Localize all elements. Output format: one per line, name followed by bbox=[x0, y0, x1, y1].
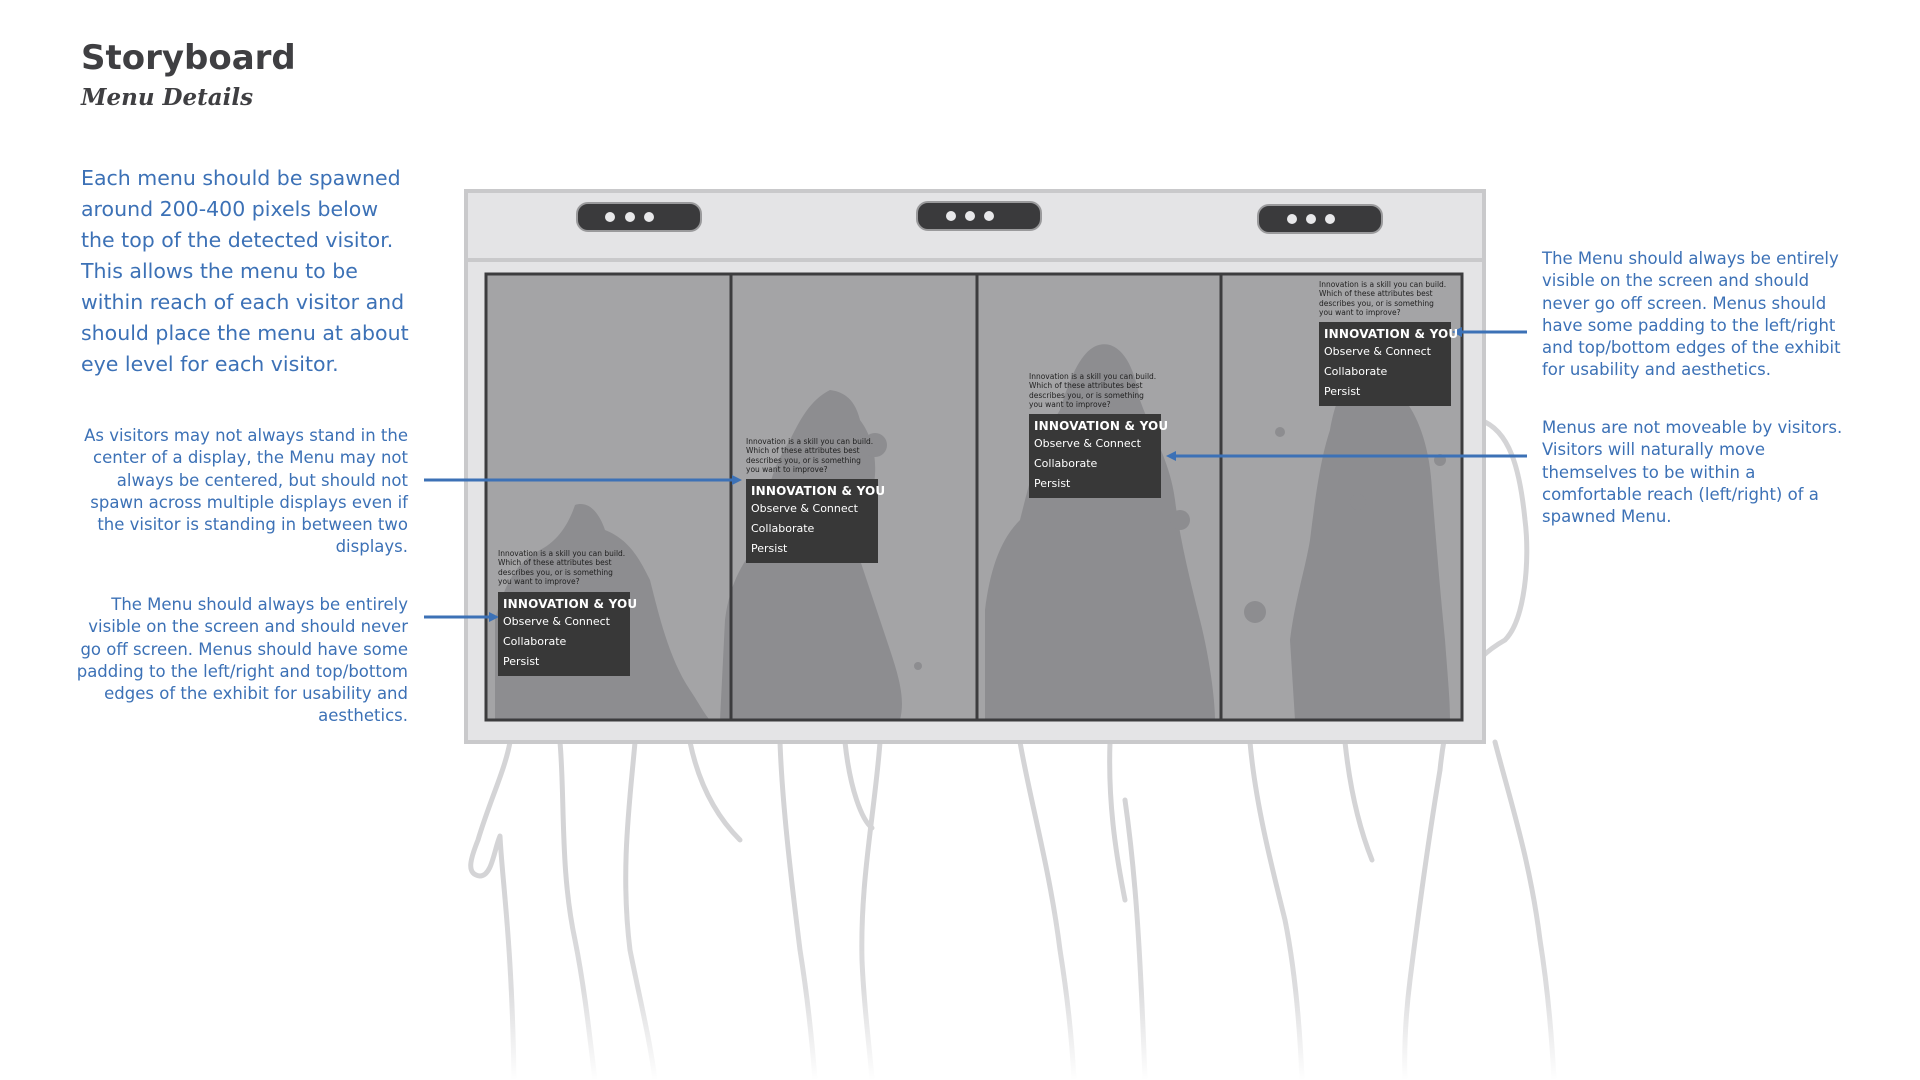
menu-title: INNOVATION & YOU bbox=[751, 484, 886, 498]
three-dot-sensor-icon bbox=[916, 201, 1042, 231]
display-screens bbox=[484, 272, 1464, 722]
menu-prompt: Innovation is a skill you can build. Whi… bbox=[746, 437, 874, 474]
menu-item-collaborate[interactable]: Collaborate bbox=[503, 635, 567, 648]
menu-item-observe-connect[interactable]: Observe & Connect bbox=[751, 502, 858, 515]
page-subtitle: Menu Details bbox=[81, 84, 254, 111]
menu-title: INNOVATION & YOU bbox=[503, 597, 638, 611]
menu-item-collaborate[interactable]: Collaborate bbox=[751, 522, 815, 535]
menu-item-persist[interactable]: Persist bbox=[503, 655, 540, 668]
three-dot-sensor-icon bbox=[1257, 204, 1383, 234]
not-centered-note: As visitors may not always stand in the … bbox=[84, 426, 408, 557]
menu-item-persist[interactable]: Persist bbox=[751, 542, 788, 555]
fit-on-screen-note-left: The Menu should always be entirely visib… bbox=[76, 595, 408, 726]
page-title: Storyboard bbox=[81, 38, 296, 78]
menu-item-persist[interactable]: Persist bbox=[1034, 477, 1071, 490]
spawned-menu: INNOVATION & YOU Observe & Connect Colla… bbox=[746, 479, 886, 563]
spawn-position-note: Each menu should be spawned around 200-4… bbox=[81, 166, 409, 376]
menu-prompt: Innovation is a skill you can build. Whi… bbox=[1029, 372, 1157, 409]
menu-item-collaborate[interactable]: Collaborate bbox=[1324, 365, 1388, 378]
menu-item-observe-connect[interactable]: Observe & Connect bbox=[1324, 345, 1431, 358]
menu-prompt: Innovation is a skill you can build. Whi… bbox=[1319, 280, 1447, 317]
menu-title: INNOVATION & YOU bbox=[1324, 327, 1459, 341]
menu-title: INNOVATION & YOU bbox=[1034, 419, 1169, 433]
not-moveable-note: Menus are not moveable by visitors. Visi… bbox=[1542, 418, 1843, 527]
menu-item-persist[interactable]: Persist bbox=[1324, 385, 1361, 398]
menu-item-observe-connect[interactable]: Observe & Connect bbox=[1034, 437, 1141, 450]
annotation-arrows bbox=[424, 327, 1527, 622]
menu-prompt: Innovation is a skill you can build. Whi… bbox=[498, 549, 626, 586]
menu-item-collaborate[interactable]: Collaborate bbox=[1034, 457, 1098, 470]
spawned-menu: INNOVATION & YOU Observe & Connect Colla… bbox=[498, 592, 638, 676]
spawned-menu: INNOVATION & YOU Observe & Connect Colla… bbox=[1319, 322, 1459, 406]
spawned-menu: INNOVATION & YOU Observe & Connect Colla… bbox=[1029, 414, 1169, 498]
menu-item-observe-connect[interactable]: Observe & Connect bbox=[503, 615, 610, 628]
fit-on-screen-note-right: The Menu should always be entirely visib… bbox=[1542, 249, 1841, 380]
three-dot-sensor-icon bbox=[576, 202, 702, 232]
